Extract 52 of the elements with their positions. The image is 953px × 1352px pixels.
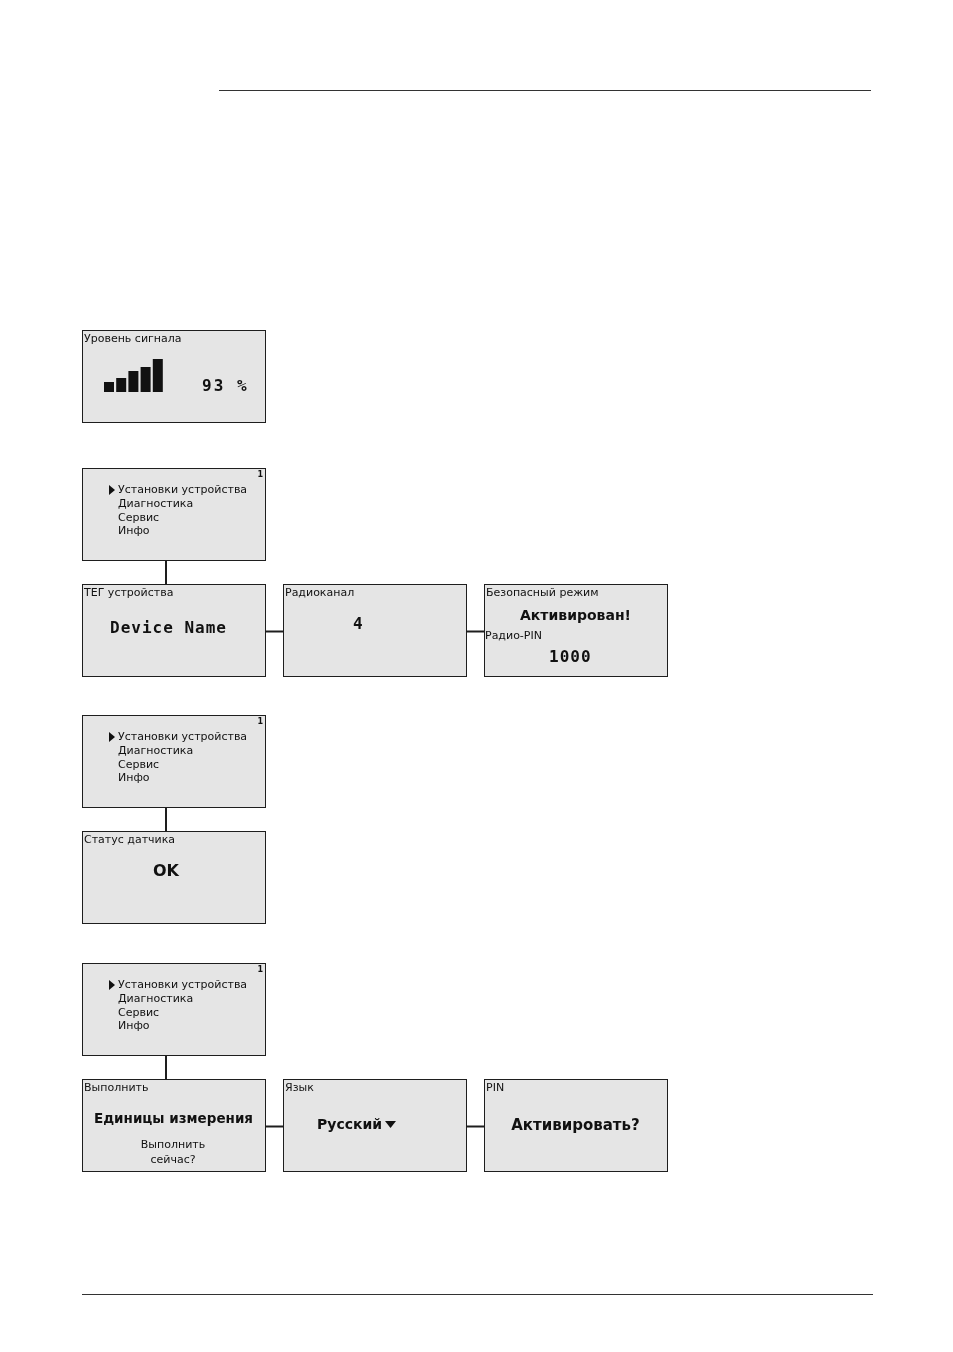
display-screen xyxy=(484,1079,668,1172)
connector-line xyxy=(265,630,284,633)
display-screen xyxy=(283,584,467,677)
prompt-text: Выполнить сейчас? xyxy=(139,1137,207,1167)
display-screen xyxy=(82,715,266,808)
device-name-value: Device Name xyxy=(110,618,227,637)
menu-value: Единицы измерения xyxy=(92,1110,255,1127)
menu-item: Диагностика xyxy=(118,497,194,510)
display-screen xyxy=(82,330,266,423)
language-value: Русский xyxy=(317,1115,383,1133)
screen-title: Язык xyxy=(285,1081,314,1094)
status-value: Активирован! xyxy=(519,607,632,624)
connector-line xyxy=(165,807,167,832)
status-value: OK xyxy=(153,861,179,880)
screen-title: Выполнить xyxy=(84,1081,149,1094)
connector-line xyxy=(165,560,167,585)
channel-value: 4 xyxy=(353,614,363,633)
menu-item: Диагностика xyxy=(118,992,194,1005)
signal-value: 93 % xyxy=(202,376,249,395)
menu-item: Инфо xyxy=(118,1019,150,1032)
page-number: 1 xyxy=(257,470,263,479)
page-number: 1 xyxy=(257,965,263,974)
display-screen xyxy=(82,1079,266,1172)
prompt-text: Активировать? xyxy=(510,1116,641,1134)
connector-line xyxy=(466,630,485,633)
screen-title: Безопасный режим xyxy=(486,586,599,599)
pin-value: 1000 xyxy=(549,647,592,666)
display-screen xyxy=(82,584,266,677)
display-screen xyxy=(283,1079,467,1172)
screen-title: Статус датчика xyxy=(84,833,176,846)
menu-item: Сервис xyxy=(118,511,160,524)
menu-item: Сервис xyxy=(118,758,160,771)
menu-item: Диагностика xyxy=(118,744,194,757)
screen-title: ТЕГ устройства xyxy=(84,586,174,599)
connector-line xyxy=(466,1125,485,1128)
menu-item: Установки устройства xyxy=(118,483,248,496)
menu-item: Инфо xyxy=(118,524,150,537)
menu-item: Сервис xyxy=(118,1006,160,1019)
screen-title: Уровень сигнала xyxy=(84,332,182,345)
screen-title: Радиоканал xyxy=(285,586,355,599)
menu-item: Инфо xyxy=(118,771,150,784)
menu-item: Установки устройства xyxy=(118,978,248,991)
menu-item: Установки устройства xyxy=(118,730,248,743)
screen-title: PIN xyxy=(486,1081,505,1094)
page-number: 1 xyxy=(257,717,263,726)
display-screen xyxy=(82,468,266,561)
display-screen xyxy=(82,963,266,1056)
display-screen xyxy=(484,584,668,677)
connector-line xyxy=(265,1125,284,1128)
connector-line xyxy=(165,1055,167,1080)
field-label: Радио-PIN xyxy=(485,629,542,642)
display-screen xyxy=(82,831,266,924)
